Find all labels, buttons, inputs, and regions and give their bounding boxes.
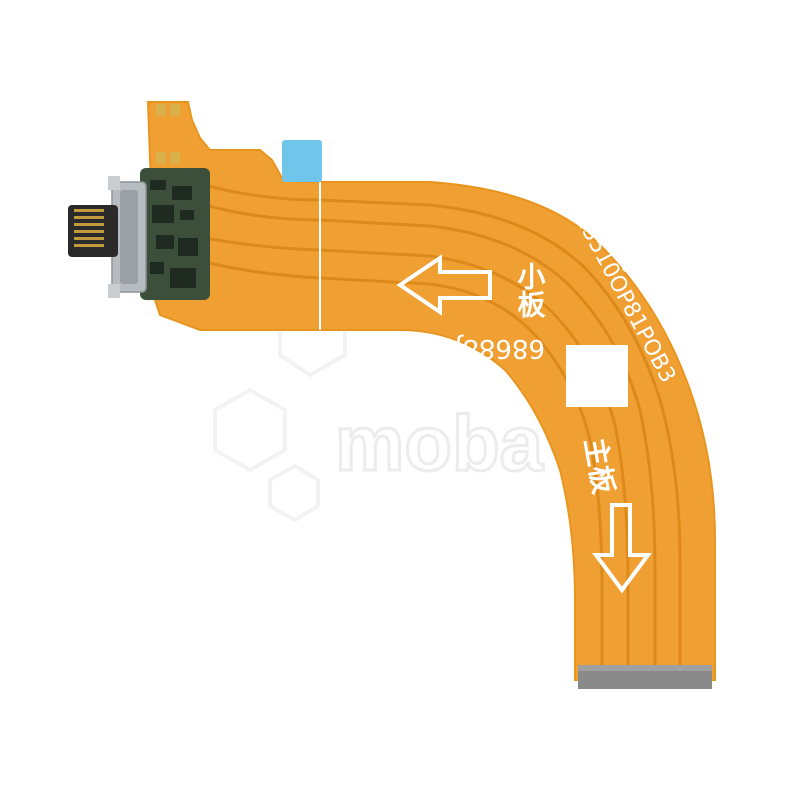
- flex-cable-body: [146, 101, 716, 681]
- gold-pads: [156, 104, 180, 164]
- small-board-label: 小板: [514, 262, 547, 319]
- moba-logo-icon: [213, 297, 347, 523]
- usb-c-connector: [68, 176, 147, 298]
- white-label-square: [566, 345, 628, 407]
- watermark-brand: moba: [335, 399, 544, 487]
- watermark: moba ®: [334, 398, 582, 489]
- flex-traces: [204, 183, 682, 665]
- pcb-components: [150, 180, 198, 288]
- lot-code: 68688J: [455, 333, 545, 363]
- blue-protective-tab: [282, 140, 322, 182]
- arrow-left-icon: [396, 254, 492, 316]
- stiffener-edge: [578, 665, 712, 671]
- arrow-down-icon: [592, 503, 652, 594]
